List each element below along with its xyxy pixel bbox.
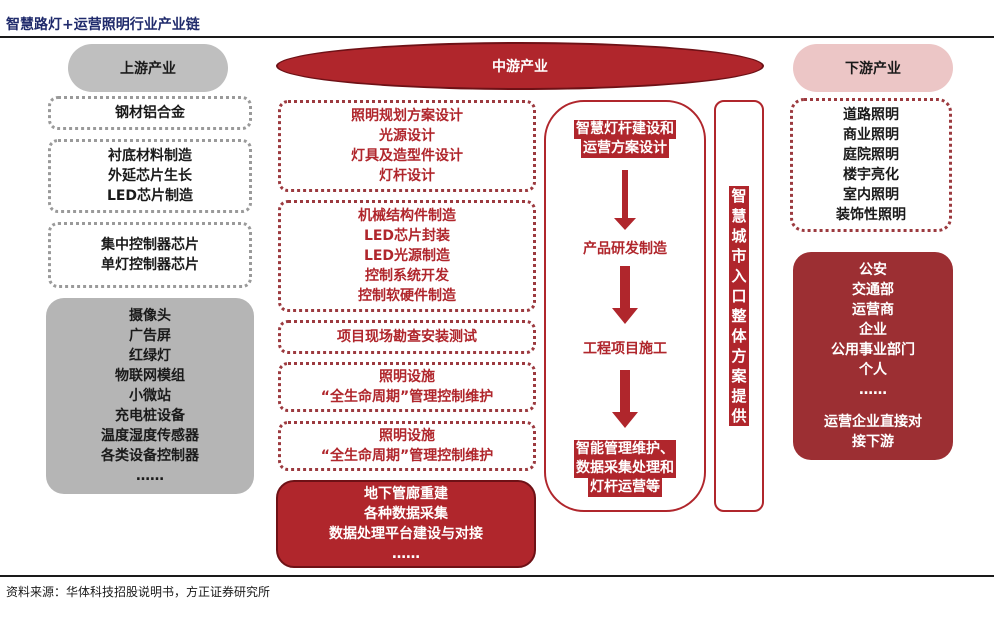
midstream-box-data: 地下管廊重建 各种数据采集 数据处理平台建设与对接 ……: [276, 480, 536, 568]
downstream-header: 下游产业: [793, 44, 953, 92]
flow-step-construction: 工程项目施工: [583, 340, 667, 357]
list-item: 数据处理平台建设与对接: [329, 526, 483, 542]
list-item: 楼宇亮化: [843, 167, 899, 183]
list-item: 广告屏: [129, 328, 171, 344]
list-item: 温度湿度传感器: [101, 428, 199, 444]
vertical-label-box: [714, 100, 764, 512]
list-item: 装饰性照明: [836, 207, 906, 223]
list-item: “全生命周期”管理控制维护: [320, 448, 494, 464]
list-item: 各类设备控制器: [101, 448, 199, 464]
upstream-box-devices: 摄像头 广告屏 红绿灯 物联网模组 小微站 充电桩设备 温度湿度传感器 各类设备…: [46, 298, 254, 494]
vertical-label-text: 智 慧 城 市 入 口 整 体 方 案 提 供: [714, 186, 764, 426]
midstream-box-design: 照明规划方案设计 光源设计 灯具及造型件设计 灯杆设计: [278, 100, 536, 192]
flow-arrows: [612, 170, 638, 428]
list-item: ……: [859, 382, 887, 398]
flow-step-operation: 智能管理维护、 数据采集处理和 灯杆运营等: [574, 439, 676, 497]
list-item: 运营企业直接对: [824, 414, 922, 430]
list-item: ……: [136, 468, 164, 484]
upstream-header: 上游产业: [68, 44, 228, 92]
list-item: LED光源制造: [363, 248, 451, 264]
list-item: LED芯片封装: [363, 228, 451, 244]
list-item: 控制软硬件制造: [358, 288, 456, 304]
list-item: 钢材铝合金: [115, 105, 185, 121]
list-item: 公用事业部门: [831, 342, 915, 358]
list-item: 物联网模组: [115, 368, 185, 384]
midstream-box-maintain-1: 照明设施 “全生命周期”管理控制维护: [278, 362, 536, 412]
list-item: 商业照明: [843, 127, 899, 143]
list-item: 庭院照明: [843, 147, 899, 163]
down-arrow-icon: [612, 370, 638, 428]
list-item: 小微站: [129, 388, 171, 404]
list-item: 单灯控制器芯片: [101, 257, 199, 273]
upstream-box-controller: 集中控制器芯片 单灯控制器芯片: [48, 222, 252, 288]
list-item: 照明设施: [379, 428, 435, 444]
page-title: 智慧路灯+运营照明行业产业链: [6, 17, 200, 33]
source-note: 资料来源：华体科技招股说明书，方正证券研究所: [6, 585, 271, 599]
list-item: 衬底材料制造: [108, 148, 192, 164]
list-item: 照明设施: [379, 369, 435, 385]
list-item: 公安: [859, 262, 887, 278]
list-item: 室内照明: [843, 187, 899, 203]
midstream-box-manufacture: 机械结构件制造 LED芯片封装 LED光源制造 控制系统开发 控制软硬件制造: [278, 200, 536, 312]
list-item: 机械结构件制造: [358, 208, 456, 224]
downstream-box-customers: 公安 交通部 运营商 企业 公用事业部门 个人 …… 运营企业直接对 接下游: [793, 252, 953, 460]
list-item: 照明规划方案设计: [351, 108, 463, 124]
flow-step-rd: 产品研发制造: [583, 240, 667, 257]
upstream-box-led: 衬底材料制造 外延芯片生长 LED芯片制造: [48, 139, 252, 213]
bottom-divider: [0, 575, 994, 577]
list-item: 接下游: [852, 434, 894, 450]
list-item: 个人: [859, 362, 887, 378]
midstream-box-install: 项目现场勘查安装测试: [278, 320, 536, 354]
list-item: ……: [392, 546, 420, 562]
list-item: 项目现场勘查安装测试: [337, 329, 477, 345]
list-item: 灯具及造型件设计: [351, 148, 463, 164]
list-item: LED芯片制造: [106, 188, 194, 204]
list-item: “全生命周期”管理控制维护: [320, 389, 494, 405]
list-item: 交通部: [852, 282, 894, 298]
list-item: 摄像头: [129, 308, 171, 324]
flow-step-design: 智慧灯杆建设和 运营方案设计: [574, 120, 676, 158]
top-divider: [0, 36, 994, 38]
list-item: 红绿灯: [129, 348, 171, 364]
downstream-box-lighting: 道路照明 商业照明 庭院照明 楼宇亮化 室内照明 装饰性照明: [790, 98, 952, 232]
midstream-box-maintain-2: 照明设施 “全生命周期”管理控制维护: [278, 421, 536, 471]
list-item: 运营商: [852, 302, 894, 318]
list-item: 地下管廊重建: [364, 486, 448, 502]
upstream-box-steel: 钢材铝合金: [48, 96, 252, 130]
list-item: 外延芯片生长: [108, 168, 192, 184]
midstream-header: 中游产业: [276, 42, 764, 90]
down-arrow-icon: [612, 266, 638, 324]
list-item: 道路照明: [843, 107, 899, 123]
list-item: 企业: [859, 322, 887, 338]
list-item: 控制系统开发: [365, 268, 449, 284]
list-item: 集中控制器芯片: [101, 237, 199, 253]
list-item: 各种数据采集: [364, 506, 448, 522]
list-item: 灯杆设计: [379, 168, 435, 184]
list-item: 充电桩设备: [115, 408, 185, 424]
down-arrow-icon: [614, 170, 636, 230]
list-item: 光源设计: [379, 128, 435, 144]
